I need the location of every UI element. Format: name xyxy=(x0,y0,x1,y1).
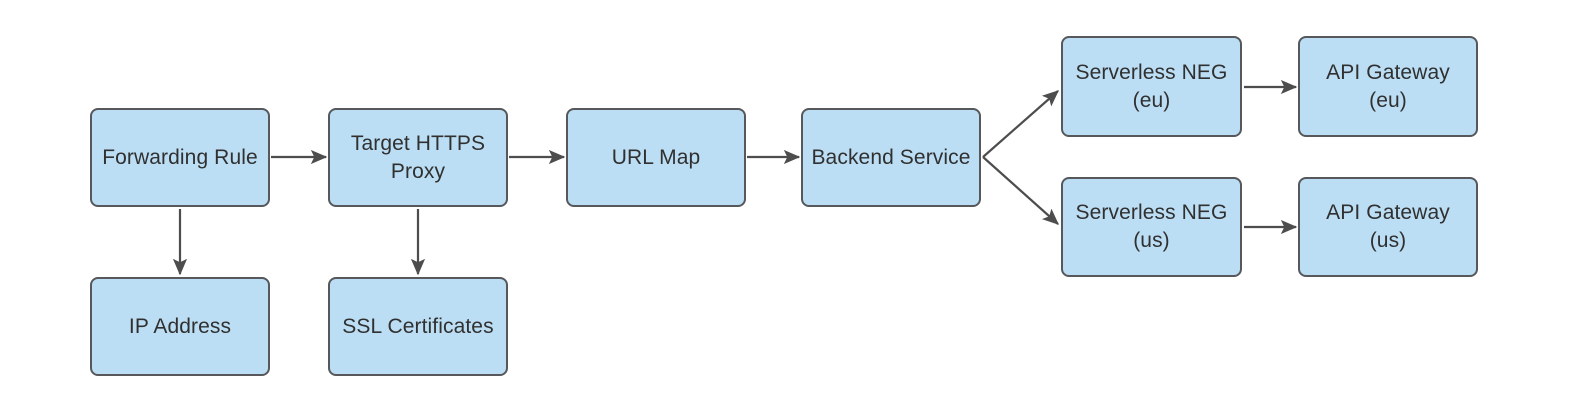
node-target-https-proxy[interactable]: Target HTTPS Proxy xyxy=(328,108,508,207)
edge-backend-service-to-serverless-neg-us xyxy=(982,156,1059,225)
node-ip-address[interactable]: IP Address xyxy=(90,277,270,376)
node-api-gateway-us[interactable]: API Gateway (us) xyxy=(1298,177,1478,277)
node-label-serverless-neg-eu: Serverless NEG (eu) xyxy=(1075,60,1228,112)
node-serverless-neg-eu[interactable]: Serverless NEG (eu) xyxy=(1061,36,1242,137)
node-label-url-map: URL Map xyxy=(611,145,701,169)
node-label-forwarding-rule: Forwarding Rule xyxy=(102,145,258,169)
edge-backend-service-to-serverless-neg-eu xyxy=(982,90,1059,158)
node-url-map[interactable]: URL Map xyxy=(566,108,746,207)
node-label-target-https-proxy: Target HTTPS Proxy xyxy=(350,131,486,183)
node-label-api-gateway-eu: API Gateway (eu) xyxy=(1326,60,1450,112)
node-label-serverless-neg-us: Serverless NEG (us) xyxy=(1075,201,1228,252)
node-label-ssl-certificates: SSL Certificates xyxy=(342,314,494,338)
node-backend-service[interactable]: Backend Service xyxy=(801,108,981,207)
node-serverless-neg-us[interactable]: Serverless NEG (us) xyxy=(1061,177,1242,277)
node-api-gateway-eu[interactable]: API Gateway (eu) xyxy=(1298,36,1478,137)
node-forwarding-rule[interactable]: Forwarding Rule xyxy=(90,108,270,207)
node-label-api-gateway-us: API Gateway (us) xyxy=(1326,201,1450,252)
node-label-ip-address: IP Address xyxy=(128,314,232,338)
node-ssl-certificates[interactable]: SSL Certificates xyxy=(328,277,508,376)
node-label-backend-service: Backend Service xyxy=(811,145,971,169)
